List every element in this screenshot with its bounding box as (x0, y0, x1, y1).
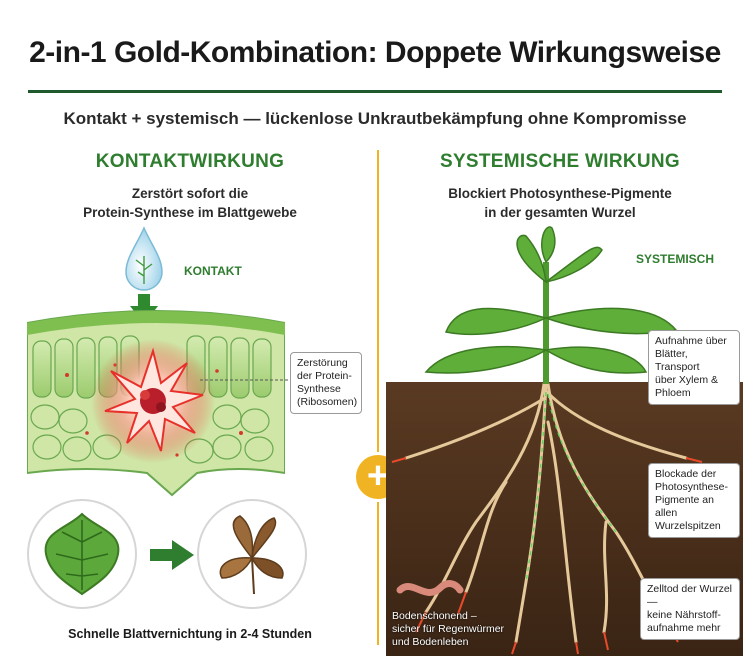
soil-note-line: Bodenschonend – (392, 610, 477, 622)
pigment-block-callout: Blockade der Photosynthese- Pigmente an … (648, 463, 740, 538)
callout-line: der Protein- (297, 370, 352, 382)
transport-path (525, 391, 617, 583)
uptake-callout: Aufnahme über Blätter, Transport über Xy… (648, 330, 740, 405)
page-title: 2-in-1 Gold-Kombination: Doppete Wirkung… (29, 36, 721, 69)
systemic-description: Blockiert Photosynthese-Pigmente in der … (400, 184, 720, 222)
callout-line: (Ribosomen) (297, 396, 358, 408)
contact-label: KONTAKT (184, 264, 242, 278)
callout-line: Phloem (655, 387, 691, 399)
callout-line: Blätter, Transport (655, 348, 700, 373)
callout-line: allen Wurzelspitzen (655, 507, 721, 532)
arrow-right-icon (150, 540, 194, 570)
callout-line: Aufnahme über (655, 335, 727, 347)
callout-line: Blockade der (655, 468, 717, 480)
systemic-description-line: Blockiert Photosynthese-Pigmente (448, 186, 672, 201)
systemic-label: SYSTEMISCH (636, 252, 715, 266)
earthworm-icon (396, 580, 464, 596)
contact-heading: KONTAKTWIRKUNG (95, 151, 285, 172)
systemic-description-line: in der gesamten Wurzel (484, 205, 636, 220)
soil-note-line: sicher für Regenwürmer (392, 623, 505, 635)
callout-line: Pigmente an (655, 494, 714, 506)
contact-caption: Schnelle Blattvernichtung in 2-4 Stunden (68, 627, 312, 641)
systemic-heading: SYSTEMISCHE WIRKUNG (439, 151, 681, 172)
callout-line: keine Nährstoff- (647, 609, 721, 621)
dead-leaf-icon (197, 499, 307, 609)
soil-safety-note: Bodenschonend – sicher für Regenwürmer u… (392, 610, 504, 649)
callout-line: Photosynthese- (655, 481, 728, 493)
callout-leader (200, 379, 290, 381)
callout-line: Synthese (297, 383, 341, 395)
contact-description: Zerstört sofort die Protein-Synthese im … (30, 184, 350, 222)
protein-synthesis-callout: Zerstörung der Protein- Synthese (Riboso… (290, 352, 362, 414)
root-death-callout: Zelltod der Wurzel — keine Nährstoff- au… (640, 578, 740, 640)
callout-line: über Xylem & (655, 374, 719, 386)
title-rule (28, 90, 722, 93)
plant-leaves (424, 226, 678, 374)
contact-description-line: Zerstört sofort die (131, 186, 249, 201)
soil-note-line: und Bodenleben (392, 636, 469, 648)
contact-description-line: Protein-Synthese im Blattgewebe (83, 205, 297, 220)
callout-line: Zerstörung (297, 357, 348, 369)
callout-line: Zelltod der Wurzel — (647, 583, 733, 608)
healthy-leaf-icon (27, 499, 137, 609)
page-subtitle: Kontakt + systemisch — lückenlose Unkrau… (63, 109, 687, 128)
column-divider (377, 150, 379, 645)
callout-line: aufnahme mehr (647, 622, 721, 634)
leaf-cross-section (27, 310, 285, 497)
